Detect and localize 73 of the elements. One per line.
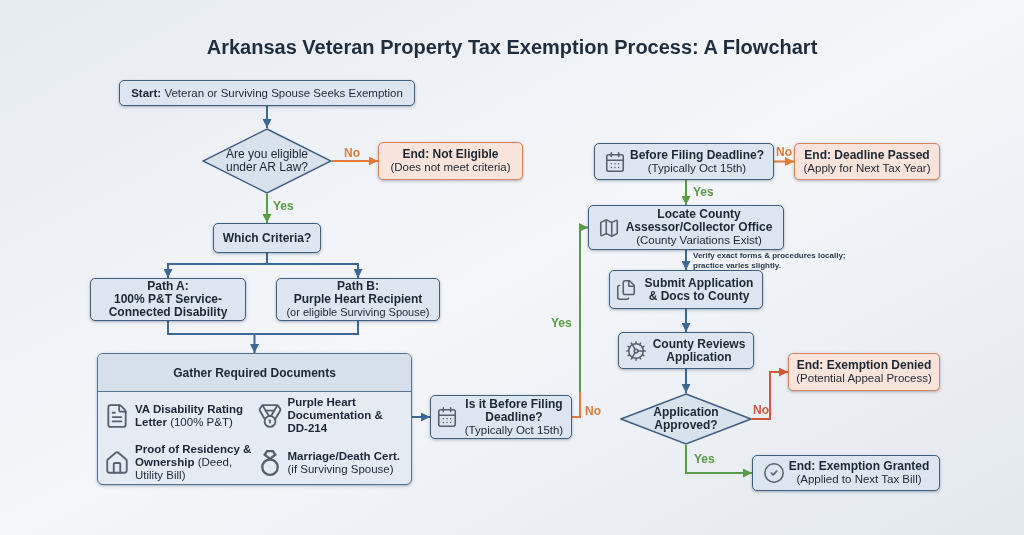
arrow bbox=[773, 157, 795, 166]
arrow bbox=[681, 179, 691, 206]
connector-line bbox=[571, 391, 581, 418]
box-title: Purple Heart Recipient bbox=[292, 293, 424, 306]
decision-diamond bbox=[202, 128, 332, 194]
arrow bbox=[262, 193, 272, 224]
box-title: 100% P&T Service-Connected Disability bbox=[107, 293, 229, 319]
document-item: Purple Heart Documentation & DD-214 bbox=[287, 396, 384, 435]
box-text: Are you eligible under AR Law? bbox=[224, 148, 310, 174]
box-title: End: Not Eligible bbox=[401, 148, 500, 161]
edge-label: Yes bbox=[694, 452, 715, 466]
process-box bbox=[213, 223, 321, 253]
process-box bbox=[609, 270, 763, 309]
box-title: End: Exemption Granted bbox=[788, 460, 930, 473]
box-text: (Apply for Next Tax Year) bbox=[803, 161, 931, 175]
box-title: End: Exemption Denied bbox=[796, 359, 932, 372]
end-box bbox=[788, 353, 940, 391]
process-box bbox=[752, 455, 940, 491]
arrow bbox=[579, 223, 589, 393]
arrow bbox=[411, 412, 431, 422]
box-text: (Potential Appeal Process) bbox=[796, 372, 932, 385]
edge-label: No bbox=[753, 403, 769, 417]
document-panel bbox=[97, 353, 412, 485]
box-title: Application Approved? bbox=[652, 406, 720, 432]
panel-header: Gather Required Documents bbox=[98, 354, 411, 392]
end-box bbox=[378, 142, 523, 180]
edge-label: No bbox=[344, 146, 360, 160]
arrow bbox=[681, 368, 691, 394]
box-text: (or eligible Surviving Spouse) bbox=[286, 306, 430, 319]
box-text: (Does not meet criteria) bbox=[390, 161, 511, 174]
arrow bbox=[331, 156, 379, 166]
document-item: Marriage/Death Cert. (if Surviving Spouse) bbox=[287, 449, 401, 476]
decision-diamond bbox=[620, 393, 752, 445]
box-title: Is it Before Filing Deadline? bbox=[464, 397, 564, 424]
arrow bbox=[266, 263, 363, 279]
box-text: (County Variations Exist) bbox=[635, 234, 763, 247]
edge-label: No bbox=[776, 145, 792, 159]
end-box bbox=[794, 143, 940, 180]
process-box bbox=[594, 143, 774, 180]
title: Arkansas Veteran Property Tax Exemption Process: A Flowchart bbox=[206, 35, 818, 59]
process-box bbox=[588, 205, 784, 250]
box-title: End: Deadline Passed bbox=[803, 148, 931, 162]
box-title: Locate County Assessor/Collector Office bbox=[624, 208, 774, 234]
arrow bbox=[681, 249, 691, 271]
arrow bbox=[685, 444, 753, 478]
document-item: VA Disability Rating Letter (100% P&T) bbox=[135, 402, 244, 429]
box-title: Before Filing Deadline? bbox=[630, 148, 764, 162]
arrow bbox=[681, 308, 691, 333]
box-title: Which Criteria? bbox=[222, 231, 312, 245]
edge-label: No bbox=[585, 404, 601, 418]
edge-note: Verify exact forms & procedures locally; practice varies slightly. bbox=[693, 251, 847, 271]
process-box bbox=[618, 332, 754, 369]
edge-label: Yes bbox=[693, 185, 714, 199]
process-box bbox=[90, 278, 246, 321]
edge-label: Yes bbox=[273, 199, 294, 213]
box-title: Submit Application & Docs to County bbox=[643, 276, 755, 303]
box-title: County Reviews Application bbox=[651, 337, 747, 364]
process-box bbox=[430, 395, 572, 439]
box-text: Start: Veteran or Surviving Spouse Seeks Exemption bbox=[131, 86, 403, 100]
box-title: Path B: bbox=[336, 280, 380, 293]
box-text: (Typically Oct 15th) bbox=[463, 423, 565, 437]
box-text: (Applied to Next Tax Bill) bbox=[795, 473, 923, 486]
arrow bbox=[751, 367, 789, 420]
connector-line bbox=[266, 252, 268, 265]
edge-label: Yes bbox=[551, 316, 572, 330]
arrow bbox=[250, 333, 259, 354]
process-box bbox=[276, 278, 440, 321]
process-box bbox=[119, 80, 415, 106]
box-text: (Typically Oct 15th) bbox=[646, 161, 748, 175]
document-item: Proof of Residency & Ownership (Deed, Utility Bill) bbox=[135, 443, 253, 482]
arrow bbox=[163, 263, 268, 279]
box-title: Path A: bbox=[146, 280, 190, 293]
arrow bbox=[262, 105, 272, 129]
